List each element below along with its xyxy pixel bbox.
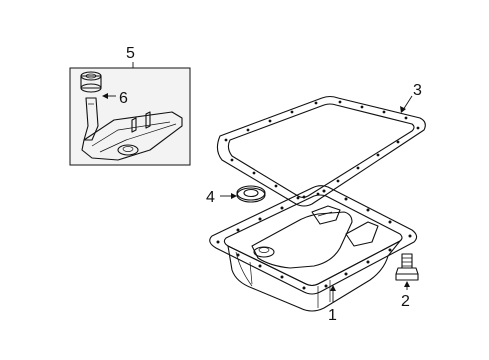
arrow-1	[330, 285, 336, 291]
oil-pan	[209, 185, 418, 312]
callout-1: 1	[328, 307, 337, 324]
arrow-2	[404, 281, 410, 287]
leader-3	[402, 95, 413, 111]
pan-gasket	[216, 95, 426, 207]
arrow-6	[102, 93, 108, 99]
callout-4: 4	[206, 189, 215, 206]
pan-bolt	[395, 253, 419, 290]
filter-inset	[69, 62, 191, 166]
callout-5: 5	[126, 45, 135, 62]
callout-6: 6	[119, 90, 128, 107]
arrow-3	[400, 106, 406, 113]
arrow-4	[231, 193, 237, 199]
callout-3: 3	[413, 82, 422, 99]
pan-bolt-holes	[216, 189, 412, 290]
callout-2: 2	[401, 293, 410, 310]
filter-seal	[80, 71, 102, 93]
seal-ring	[220, 185, 266, 203]
transmission-filter	[81, 97, 183, 161]
inset-box	[69, 67, 191, 166]
gasket-bolt-holes	[224, 100, 420, 200]
